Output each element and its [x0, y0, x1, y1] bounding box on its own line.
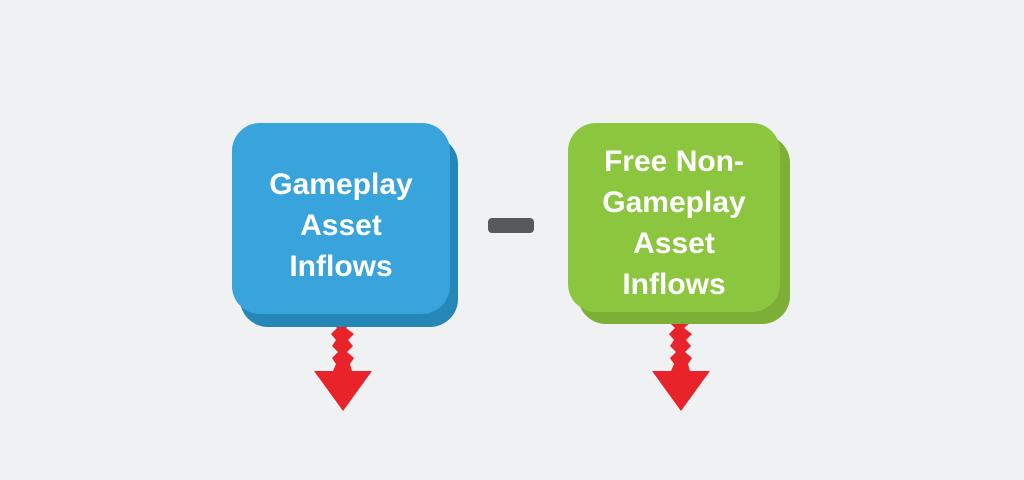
box-text-line: Gameplay	[269, 168, 413, 201]
gameplay-asset-inflows-box: Gameplay Asset Inflows	[232, 123, 450, 314]
free-non-gameplay-asset-inflows-box: Free Non- Gameplay Asset Inflows	[568, 123, 780, 312]
box-text-line: Gameplay	[602, 185, 746, 219]
down-arrow-shape	[314, 318, 372, 411]
down-arrow-icon	[314, 318, 372, 411]
box-text-line: Inflows	[289, 250, 393, 283]
box-text-line: Inflows	[622, 267, 726, 301]
box-text-line: Free Non-	[603, 144, 744, 178]
down-arrow-icon	[652, 318, 710, 411]
minus-icon	[488, 218, 534, 233]
box-text-line: Asset	[300, 209, 382, 242]
down-arrow-shape	[652, 318, 710, 411]
box-text-line: Asset	[633, 226, 715, 260]
